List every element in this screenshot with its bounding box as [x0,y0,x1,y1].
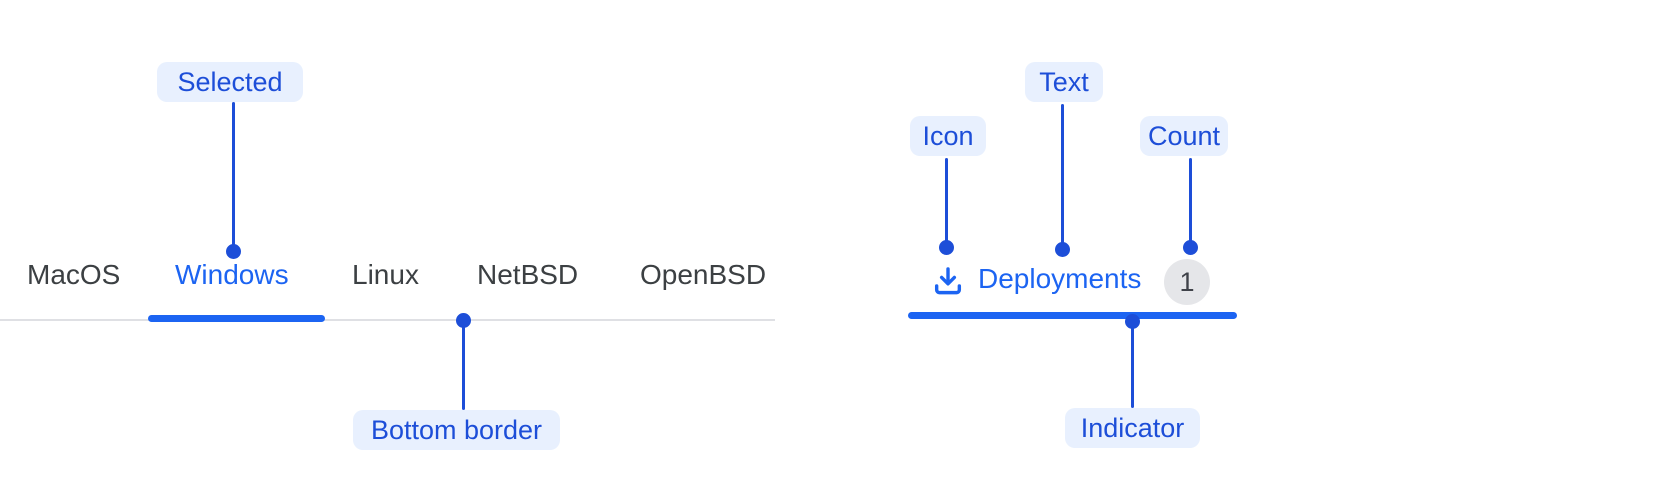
selected-connector-line [232,102,235,246]
bottom-border-connector-dot [456,313,471,328]
icon-annotation-pill: Icon [910,116,986,156]
text-annotation-pill: Text [1025,62,1103,102]
icon-connector-dot [939,240,954,255]
icon-connector-line [945,158,948,242]
selected-connector-dot [226,244,241,259]
selected-tab-indicator [908,312,1237,319]
selected-annotation-label: Selected [177,67,283,97]
bottom-border-connector-line [462,326,465,410]
tab-bar-bottom-border [0,319,775,321]
indicator-annotation-pill: Indicator [1065,408,1200,448]
tab-macos[interactable]: MacOS [27,259,121,290]
bottom-border-annotation-pill: Bottom border [353,410,560,450]
tab-linux[interactable]: Linux [352,259,419,290]
tab-openbsd[interactable]: OpenBSD [640,259,767,290]
count-annotation-label: Count [1147,121,1221,151]
text-connector-line [1061,104,1064,244]
count-annotation-pill: Count [1140,116,1228,156]
text-connector-dot [1055,242,1070,257]
count-badge: 1 [1164,259,1210,305]
count-badge-value: 1 [1179,266,1195,297]
indicator-annotation-label: Indicator [1080,413,1185,443]
indicator-connector-dot [1125,314,1140,329]
tab-netbsd[interactable]: NetBSD [477,259,579,290]
count-connector-dot [1183,240,1198,255]
selected-tab-underline [148,315,325,322]
count-connector-line [1189,158,1192,242]
indicator-connector-line [1131,327,1134,408]
bottom-border-annotation-label: Bottom border [370,415,543,445]
tab-windows-selected[interactable]: Windows [175,259,289,290]
selected-annotation-pill: Selected [157,62,303,102]
download-icon [931,264,965,298]
text-annotation-label: Text [1039,67,1089,97]
tab-deployments[interactable]: Deployments [978,263,1142,294]
icon-annotation-label: Icon [922,121,974,151]
